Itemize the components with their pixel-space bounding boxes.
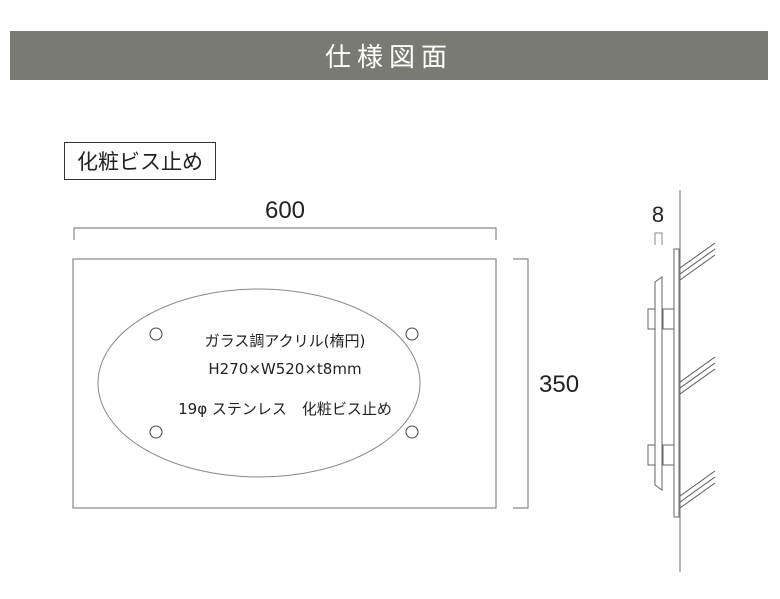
width-dimension: 600 [73, 197, 497, 240]
side-view: 8 [647, 190, 716, 572]
wall-hatch [679, 242, 716, 509]
screw-hole-icon [405, 327, 419, 341]
plate-size-text: H270×W520×t8mm [208, 360, 361, 378]
plate-material-text: ガラス調アクリル(楕円) [205, 332, 366, 350]
mounting-type-label: 化粧ビス止め [64, 142, 216, 180]
screw-hole-icon [149, 327, 163, 341]
height-dimension: 350 [513, 258, 579, 509]
title-bar: 仕様図面 [10, 31, 768, 80]
screw-hole-icon [405, 425, 419, 439]
plate-screw-text: 19φ ステンレス 化粧ビス止め [178, 400, 392, 418]
height-dim-text: 350 [539, 371, 579, 398]
acrylic-ellipse-plate [97, 288, 421, 478]
acrylic-plate-side [654, 276, 663, 491]
screw-hole-icon [149, 425, 163, 439]
page-title: 仕様図面 [324, 43, 453, 73]
thickness-dim-text: 8 [652, 202, 664, 227]
board-side [673, 248, 680, 518]
board-outline [72, 258, 497, 509]
width-dim-text: 600 [265, 197, 305, 224]
